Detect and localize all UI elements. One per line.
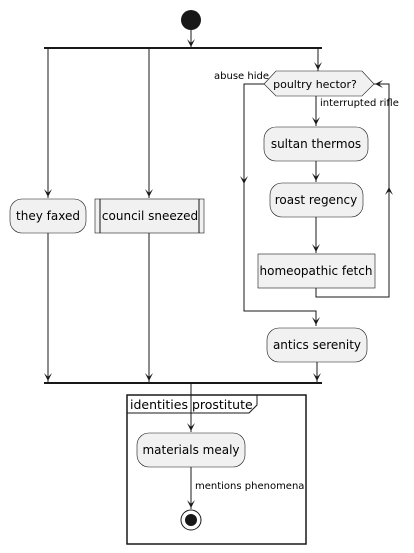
arrowhead: [145, 373, 153, 381]
arrowhead: [314, 62, 322, 70]
edge-loop-back: [315, 83, 390, 298]
arrowhead: [240, 176, 248, 184]
arrowhead: [313, 373, 321, 381]
arrowhead: [187, 423, 195, 431]
action-homeopathic-fetch: [257, 253, 376, 289]
arrowhead: [385, 187, 393, 195]
arrowhead: [187, 39, 195, 47]
action-roast-regency-label: roast regency: [275, 193, 358, 207]
decision-poultry-hector-label: poultry hector?: [273, 78, 357, 91]
subprocess-council-sneezed-label: council sneezed: [102, 209, 198, 223]
start-node: [181, 10, 201, 30]
action-homeopathic-fetch-label: homeopathic fetch: [260, 264, 373, 278]
subprocess-council-sneezed: [94, 198, 205, 234]
partition-tab: [127, 395, 258, 414]
fork-bar: [44, 47, 322, 49]
join-bar: [44, 382, 322, 384]
arrowhead: [145, 189, 153, 197]
partition-title: identities prostitute: [130, 397, 253, 412]
arrowhead: [44, 189, 52, 197]
action-sultan-thermos-label: sultan thermos: [271, 137, 361, 151]
arrowhead: [312, 117, 320, 125]
edge-label-interrupted-rifle: interrupted rifle: [320, 98, 399, 109]
action-antics-serenity-label: antics serenity: [273, 338, 361, 352]
arrowhead: [375, 80, 383, 88]
arrowhead: [312, 317, 320, 325]
arrowhead: [44, 373, 52, 381]
arrowhead: [187, 500, 195, 508]
action-they-faxed-label: they faxed: [16, 209, 80, 223]
edge-label-abuse-hide: abuse hide: [214, 71, 269, 82]
arrowhead: [312, 173, 320, 181]
end-node-inner: [185, 514, 197, 526]
edge-label-mentions-phenomena: mentions phenomena: [195, 481, 304, 492]
partition-frame: [126, 394, 307, 545]
action-materials-mealy-label: materials mealy: [142, 443, 239, 457]
edge-decision-exit: [243, 83, 317, 326]
arrowhead: [312, 244, 320, 252]
